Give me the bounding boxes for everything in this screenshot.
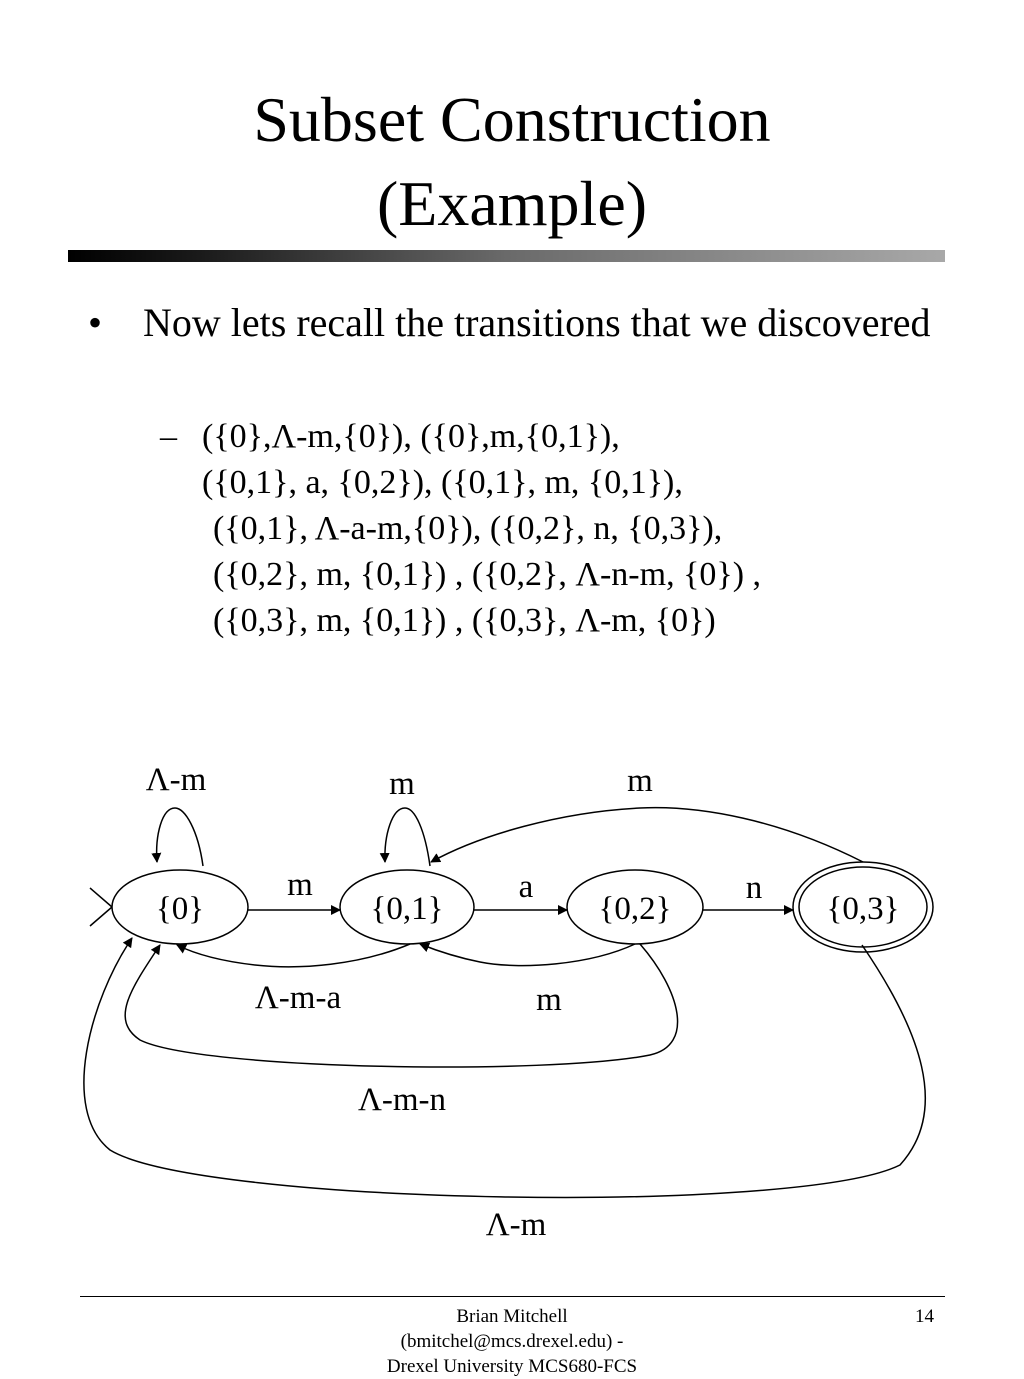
label-02-to-01: m: [536, 982, 562, 1018]
transition-line-1: ({0},Λ-m,{0}), ({0},m,{0,1}),: [202, 418, 620, 455]
state-0-label: {0}: [156, 891, 204, 927]
bullet-text: Now lets recall the transitions that we …: [143, 300, 931, 345]
edge-self-01: [379, 807, 431, 867]
transition-line-4: ({0,2}, m, {0,1}) , ({0,2}, Λ-n-m, {0}) …: [213, 556, 762, 593]
edge-self-0: [151, 807, 204, 867]
footer-divider: [80, 1296, 945, 1297]
edge-02-to-0: [124, 943, 679, 1068]
state-03-label: {0,3}: [827, 891, 900, 927]
label-01-to-0: Λ-m-a: [255, 980, 342, 1016]
state-0: {0}: [111, 869, 249, 945]
footer-credit: Brian Mitchell (bmitchel@mcs.drexel.edu)…: [312, 1304, 712, 1379]
label-02-to-03: n: [746, 870, 763, 906]
label-03-to-01: m: [627, 763, 653, 799]
transition-line-5: ({0,3}, m, {0,1}) , ({0,3}, Λ-m, {0}): [213, 602, 716, 639]
state-02: {0,2}: [566, 869, 704, 945]
title-line-2: (Example): [376, 168, 648, 239]
transition-line-2: ({0,1}, a, {0,2}), ({0,1}, m, {0,1}),: [202, 464, 683, 501]
label-02-to-0: Λ-m-n: [358, 1082, 446, 1118]
title-line-1: Subset Construction: [253, 84, 771, 155]
state-01: {0,1}: [339, 869, 475, 945]
footer-line-1: Brian Mitchell: [456, 1306, 568, 1327]
label-self-01: m: [389, 766, 415, 802]
state-01-label: {0,1}: [371, 891, 444, 927]
state-02-label: {0,2}: [599, 891, 672, 927]
edge-01-to-0: [176, 943, 411, 968]
slide-title: Subset Construction (Example): [0, 78, 1024, 246]
state-03-accepting: {0,3}: [792, 861, 934, 953]
label-01-to-02: a: [519, 869, 534, 905]
label-0-to-01: m: [287, 867, 313, 903]
label-03-to-0: Λ-m: [486, 1207, 547, 1243]
edge-02-to-01: [419, 942, 636, 967]
title-divider: [68, 250, 945, 262]
footer-line-2: (bmitchel@mcs.drexel.edu) -: [400, 1331, 624, 1352]
label-self-0: Λ-m: [146, 762, 207, 798]
edge-03-to-01: [430, 806, 864, 863]
page-number: 14: [915, 1306, 934, 1327]
edge-03-to-0: [83, 937, 927, 1199]
transition-line-3: ({0,1}, Λ-a-m,{0}), ({0,2}, n, {0,3}),: [213, 510, 723, 547]
sub-bullet-marker: –: [160, 418, 177, 455]
start-indicator: [89, 887, 113, 927]
bullet-marker: •: [88, 300, 103, 345]
footer-line-3: Drexel University MCS680-FCS: [386, 1356, 638, 1377]
